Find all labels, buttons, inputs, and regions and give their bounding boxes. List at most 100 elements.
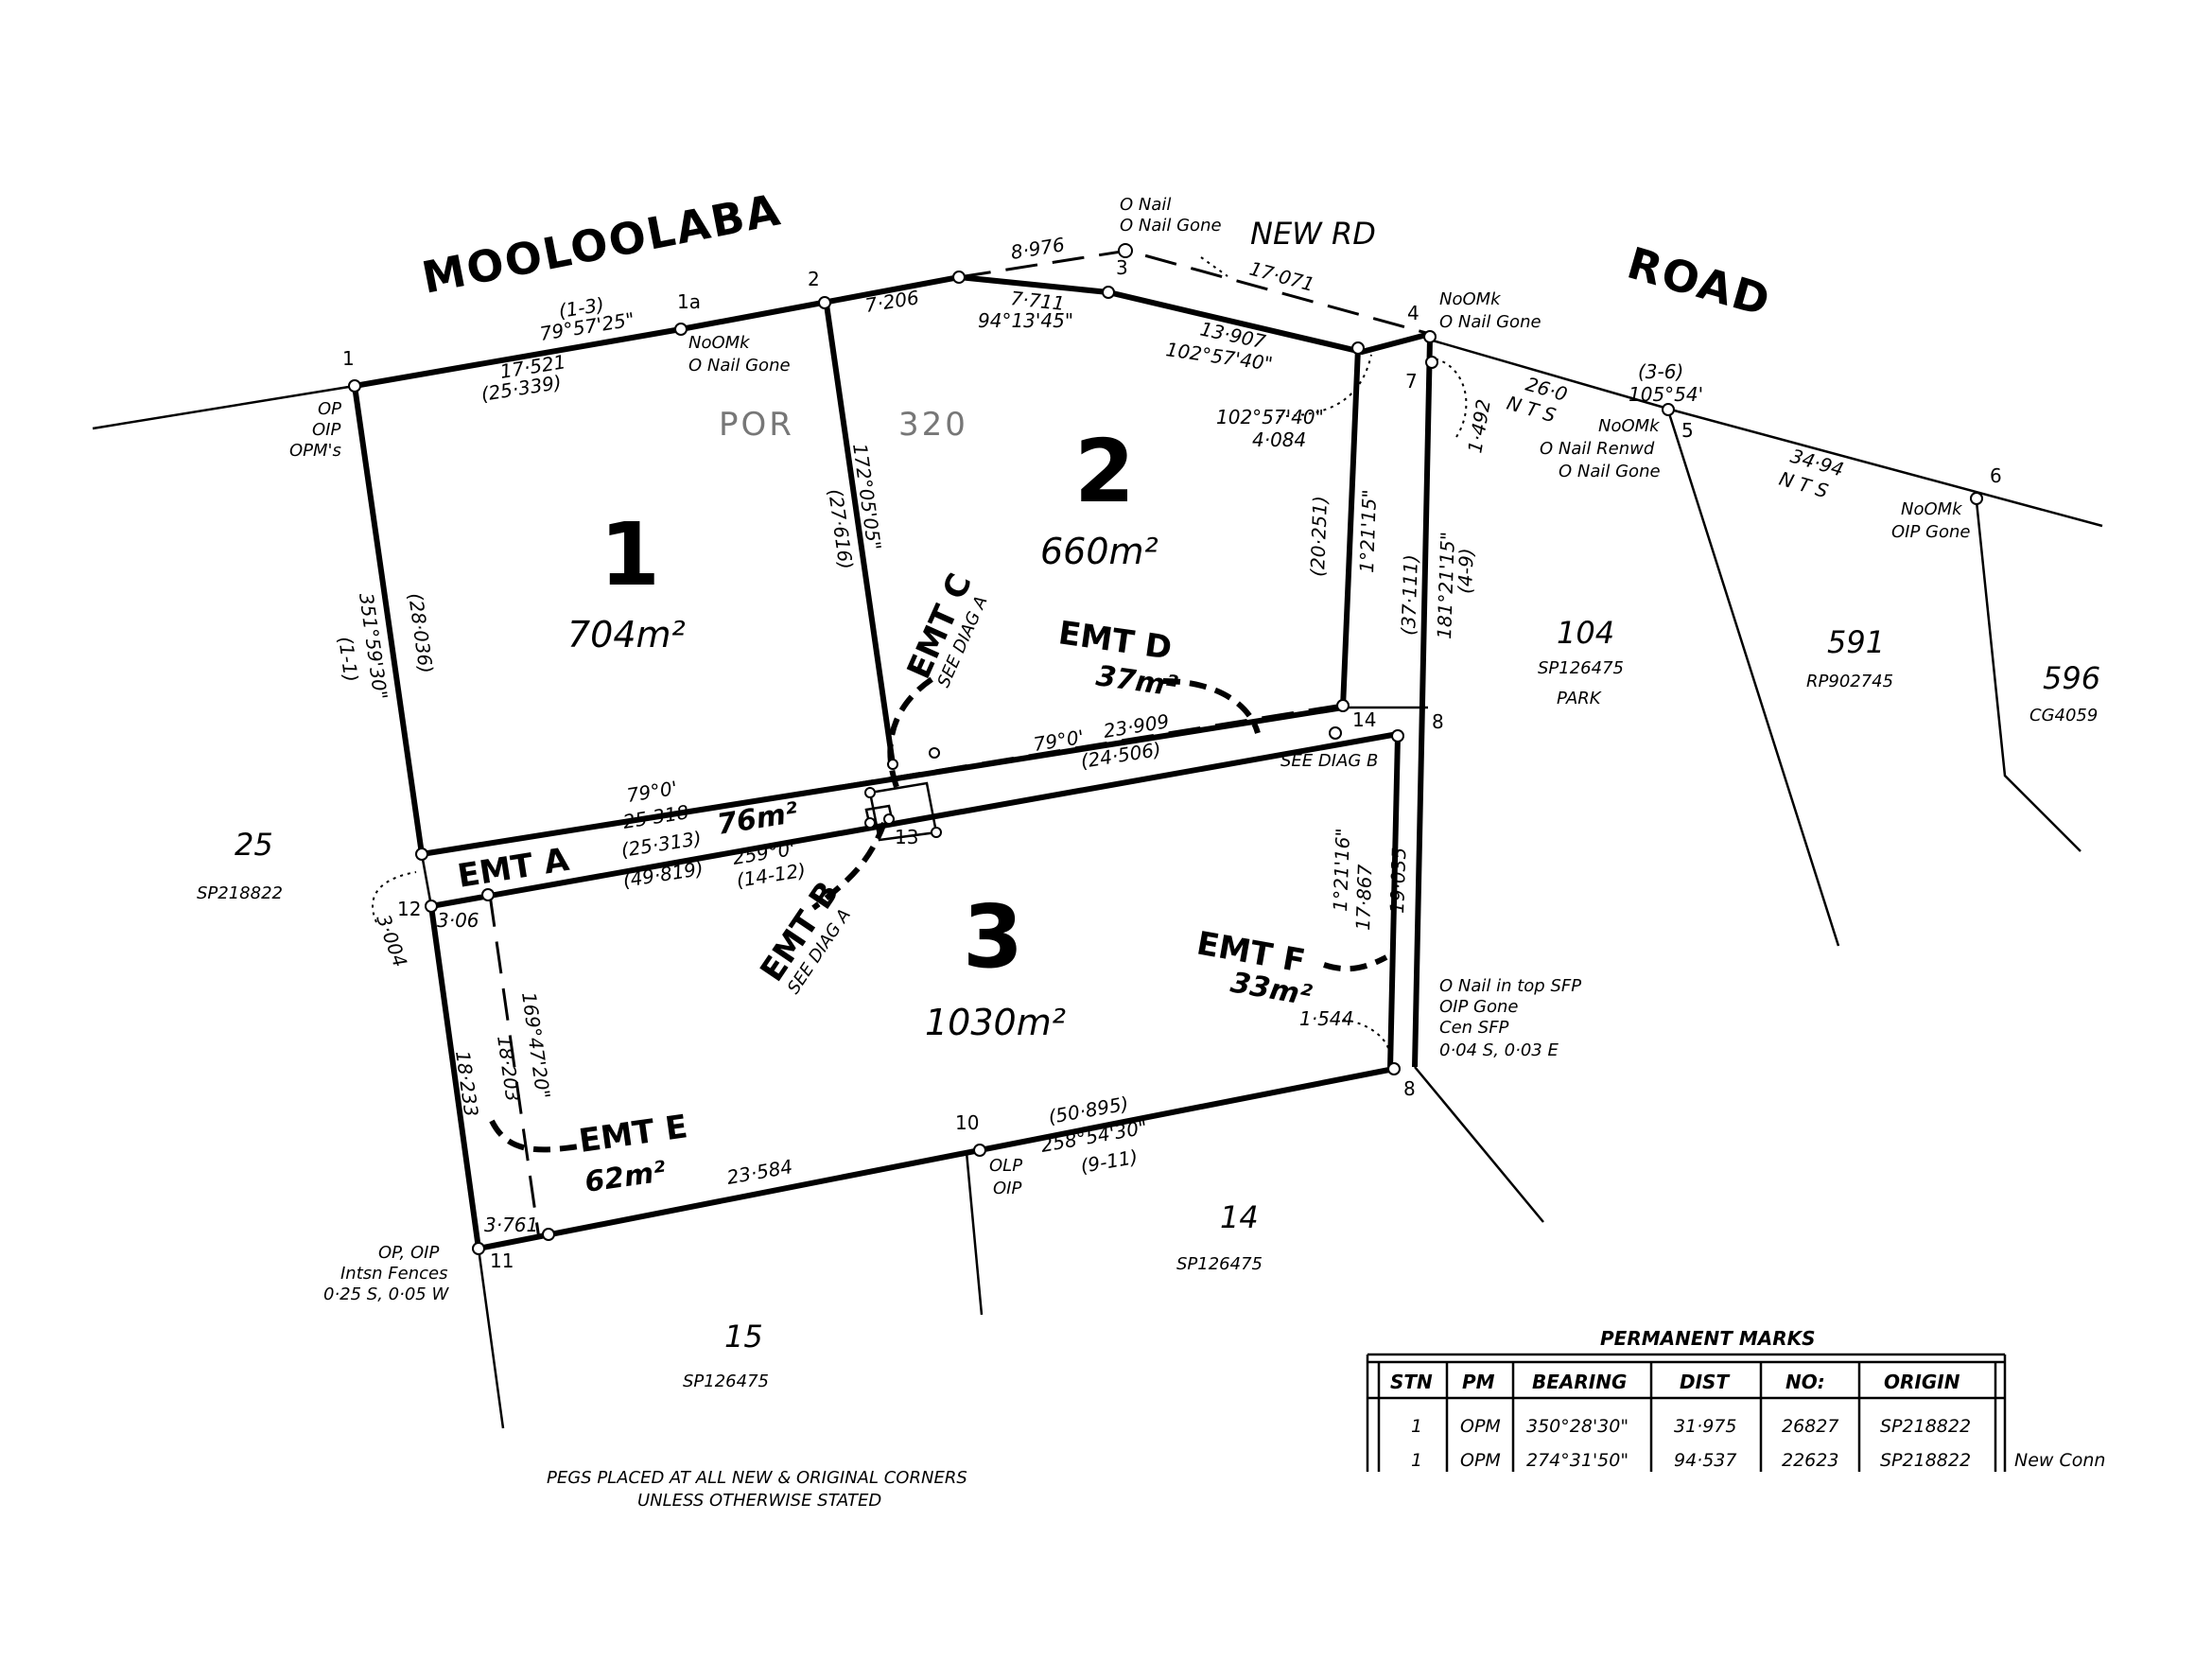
dim-1-1: (1-1) xyxy=(334,635,362,683)
road-name-road: ROAD xyxy=(1622,237,1777,327)
dim-4-9: (4-9) xyxy=(1454,548,1478,594)
station-3: 3 xyxy=(1116,256,1128,279)
neighbouring-lots: 25 SP218822 104 SP126475 PARK 591 RP9027… xyxy=(197,615,2100,1391)
dim-3761: 3·761 xyxy=(484,1214,538,1236)
dim-24506: (24·506) xyxy=(1079,738,1162,773)
lot-14-plan: SP126475 xyxy=(1176,1254,1263,1274)
pm-header-pm: PM xyxy=(1462,1371,1495,1393)
pm-header-dist: DIST xyxy=(1680,1371,1730,1393)
note-stn1-l3: OPM's xyxy=(289,441,341,461)
dim-1492: 1·492 xyxy=(1463,397,1495,455)
easement-lines xyxy=(421,703,1344,1240)
emt-e-area: 62m² xyxy=(583,1155,668,1199)
permanent-marks-table: PERMANENT MARKS STN PM BEARING DIST NO: … xyxy=(1366,1327,2105,1472)
note-stn1a-l2: O Nail Gone xyxy=(688,356,791,376)
pegs xyxy=(348,243,1983,1255)
bearing-1-21-16: 1°21'16" xyxy=(1329,828,1354,912)
station-4: 4 xyxy=(1407,302,1420,324)
portion-label: POR xyxy=(719,406,794,444)
note-stn9-l1: O Nail in top SFP xyxy=(1439,976,1581,996)
road-name-new-rd: NEW RD xyxy=(1250,216,1376,252)
bearing-181: 181°21'15" xyxy=(1433,532,1459,640)
mark-notes: OP OIP OPM's NoOMk O Nail Gone O Nail O … xyxy=(289,195,1971,1304)
note-stn1-l1: OP xyxy=(318,399,341,419)
pm-r2-bearing: 274°31'50" xyxy=(1526,1450,1629,1471)
pm-header-stn: STN xyxy=(1390,1371,1433,1393)
emt-d-label: EMT D xyxy=(1056,614,1175,667)
dimensions: (1-3) 79°57'25" 17·521 (25·339) 7·206 8·… xyxy=(334,233,1846,1236)
dim-4084: 4·084 xyxy=(1252,428,1306,451)
dim-19035: 19·035 xyxy=(1385,847,1410,914)
note-stn4-l1: NoOMk xyxy=(1439,289,1502,309)
lot-596-plan: CG4059 xyxy=(2029,706,2098,725)
pm-r2-pm: OPM xyxy=(1460,1450,1501,1471)
dim-7206: 7·206 xyxy=(863,286,920,317)
station-numbers: 1 1a 2 3 4 5 6 7 8 8 10 11 12 13 14 xyxy=(342,256,2002,1272)
bearing-105: 105°54' xyxy=(1629,383,1703,406)
note-stn11-l1: OP, OIP xyxy=(378,1243,439,1263)
note-stn10-l2: OIP xyxy=(993,1179,1021,1198)
dim-1544: 1·544 xyxy=(1299,1007,1353,1030)
lot-15-number: 15 xyxy=(724,1319,763,1354)
dim-28036: (28·036) xyxy=(404,591,438,674)
lot-3-number: 3 xyxy=(963,886,1023,987)
lot-104-use: PARK xyxy=(1557,689,1602,708)
dotted-arrows xyxy=(372,256,1468,1058)
dim-17071: 17·071 xyxy=(1247,257,1317,296)
lot-15-plan: SP126475 xyxy=(683,1372,769,1391)
note-stn1a-l1: NoOMk xyxy=(688,333,751,353)
dim-20251: (20·251) xyxy=(1306,496,1332,577)
pm-r1-no: 26827 xyxy=(1782,1416,1838,1437)
note-stn9-l4: 0·04 S, 0·03 E xyxy=(1439,1040,1559,1060)
station-7: 7 xyxy=(1405,370,1418,393)
note-stn10-l1: OLP xyxy=(989,1156,1022,1176)
station-1: 1 xyxy=(342,347,355,370)
note-stn3-l1: O Nail xyxy=(1120,195,1171,215)
dim-8976: 8·976 xyxy=(1009,233,1066,264)
note-stn9-l2: OIP Gone xyxy=(1439,997,1519,1017)
easement-leaders xyxy=(489,673,1388,1153)
pm-r2-stn: 1 xyxy=(1411,1450,1422,1471)
bearing-94: 94°13'45" xyxy=(978,309,1073,332)
station-13: 13 xyxy=(895,826,918,848)
station-10: 10 xyxy=(955,1111,979,1134)
station-9: 8 xyxy=(1403,1077,1416,1100)
station-11: 11 xyxy=(490,1249,514,1272)
note-stn5-l2: O Nail Renwd xyxy=(1540,439,1655,459)
note-stn5-l1: NoOMk xyxy=(1598,416,1661,436)
dim-306: 3·06 xyxy=(437,909,479,932)
dim-18233: 18·233 xyxy=(451,1049,483,1118)
lot-3-area: 1030m² xyxy=(925,1002,1066,1043)
lot-1-area: 704m² xyxy=(567,614,686,655)
pm-r1-stn: 1 xyxy=(1411,1416,1422,1437)
pegs-note-line1: PEGS PLACED AT ALL NEW & ORIGINAL CORNER… xyxy=(547,1468,967,1488)
lot-591-plan: RP902745 xyxy=(1806,672,1893,691)
station-2: 2 xyxy=(808,268,820,290)
see-diag-b: SEE DIAG B xyxy=(1280,751,1378,771)
neighbour-boundaries xyxy=(477,410,2081,1429)
note-stn4-l2: O Nail Gone xyxy=(1439,312,1541,332)
dim-18203: 18·203 xyxy=(493,1034,525,1103)
dim-9-11: (9-11) xyxy=(1079,1145,1140,1178)
note-stn11-l3: 0·25 S, 0·05 W xyxy=(323,1284,449,1304)
dim-3-6: (3-6) xyxy=(1638,360,1683,383)
pm-r1-origin: SP218822 xyxy=(1880,1416,1971,1437)
lot-25-plan: SP218822 xyxy=(197,883,283,903)
dim-17867: 17·867 xyxy=(1351,864,1376,931)
pm-r1-pm: OPM xyxy=(1460,1416,1501,1437)
station-1a: 1a xyxy=(677,290,701,313)
lot-1-number: 1 xyxy=(600,504,660,605)
note-stn6-l2: OIP Gone xyxy=(1891,522,1971,542)
bearing-1-21-15: 1°21'15" xyxy=(1355,489,1381,573)
note-stn3-l2: O Nail Gone xyxy=(1120,216,1222,236)
note-stn5-l3: O Nail Gone xyxy=(1559,462,1661,481)
pegs-note-line2: UNLESS OTHERWISE STATED xyxy=(637,1491,881,1511)
note-stn11-l2: Intsn Fences xyxy=(340,1264,447,1284)
lot-2-area: 660m² xyxy=(1040,531,1158,572)
pm-r2-note: New Conn xyxy=(2014,1450,2105,1471)
dim-23584: 23·584 xyxy=(725,1155,794,1189)
pm-table-title: PERMANENT MARKS xyxy=(1600,1327,1816,1350)
note-stn9-l3: Cen SFP xyxy=(1439,1018,1509,1038)
station-12: 12 xyxy=(397,898,421,920)
